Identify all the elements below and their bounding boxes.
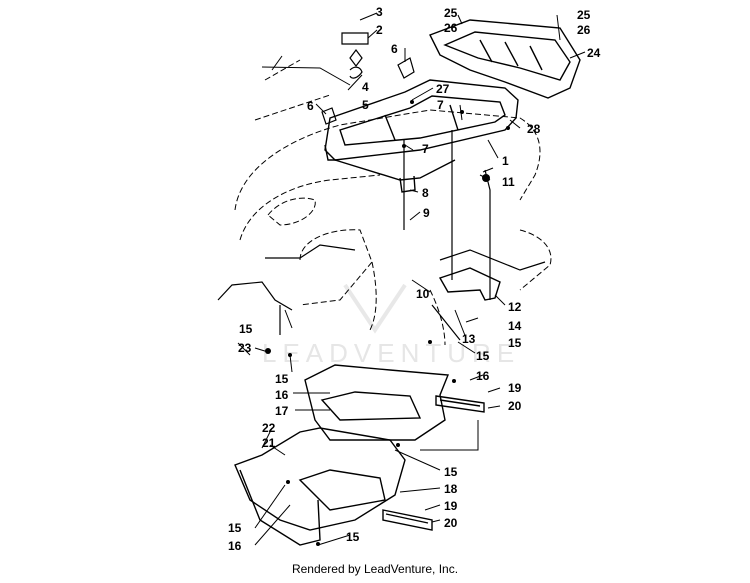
- callout-16-bottom: 16: [228, 539, 242, 553]
- rear-body-fender: [234, 59, 552, 346]
- callout-15-right: 15: [508, 336, 522, 350]
- callout-10: 10: [416, 287, 430, 301]
- callout-7-lower: 7: [422, 142, 429, 156]
- callout-1: 1: [502, 154, 509, 168]
- callout-3: 3: [376, 5, 383, 19]
- callout-21: 21: [262, 436, 276, 450]
- callout-24: 24: [587, 46, 601, 60]
- rear-body-outline: [217, 244, 546, 341]
- footrest-lower: [382, 509, 433, 531]
- callout-6: 6: [391, 42, 398, 56]
- callout-15-left: 15: [239, 322, 253, 336]
- callout-labels: 3 2 6 4 5 6 27 7 7 25 26 25 26 24 28 1 8…: [228, 5, 601, 553]
- callout-16: 16: [275, 388, 289, 402]
- callout-16-right: 16: [476, 369, 490, 383]
- callout-26: 26: [444, 21, 458, 35]
- leader-lines: [237, 12, 586, 546]
- callout-9: 9: [423, 206, 430, 220]
- watermark: LEADVENTURE: [262, 283, 520, 368]
- hardware-dots: [265, 100, 510, 546]
- callout-25: 25: [444, 6, 458, 20]
- callout-15-bottom-left: 15: [228, 521, 242, 535]
- callout-7: 7: [437, 98, 444, 112]
- callout-4: 4: [362, 80, 369, 94]
- footrest-upper: [435, 395, 485, 413]
- callout-26-right: 26: [577, 23, 591, 37]
- watermark-text: LEADVENTURE: [262, 338, 520, 368]
- callout-8: 8: [422, 186, 429, 200]
- callout-15-floor: 15: [444, 465, 458, 479]
- hardware: [321, 32, 494, 300]
- callout-13: 13: [462, 332, 476, 346]
- callout-11: 11: [502, 175, 515, 189]
- callout-17: 17: [275, 404, 289, 418]
- callout-28: 28: [527, 122, 541, 136]
- bracket-12: [438, 267, 501, 301]
- callout-23: 23: [238, 341, 252, 355]
- callout-14: 14: [508, 319, 522, 333]
- callout-15-bottom: 15: [346, 530, 360, 544]
- callout-18: 18: [444, 482, 458, 496]
- callout-15-center: 15: [275, 372, 289, 386]
- callout-15-mid: 15: [476, 349, 490, 363]
- callout-5: 5: [362, 98, 369, 112]
- rear-rack-frame: [324, 79, 519, 193]
- callout-19-lower: 19: [444, 499, 458, 513]
- floor-pan: [234, 364, 450, 546]
- callout-27: 27: [436, 82, 450, 96]
- footer-credit: Rendered by LeadVenture, Inc.: [291, 562, 459, 576]
- callout-22: 22: [262, 421, 276, 435]
- callout-6-lower: 6: [307, 99, 314, 113]
- callout-2: 2: [376, 23, 383, 37]
- callout-12: 12: [508, 300, 522, 314]
- callout-20: 20: [508, 399, 522, 413]
- callout-25-right: 25: [577, 8, 591, 22]
- callout-19: 19: [508, 381, 522, 395]
- callout-20-lower: 20: [444, 516, 458, 530]
- rack-top-panel: [429, 19, 581, 99]
